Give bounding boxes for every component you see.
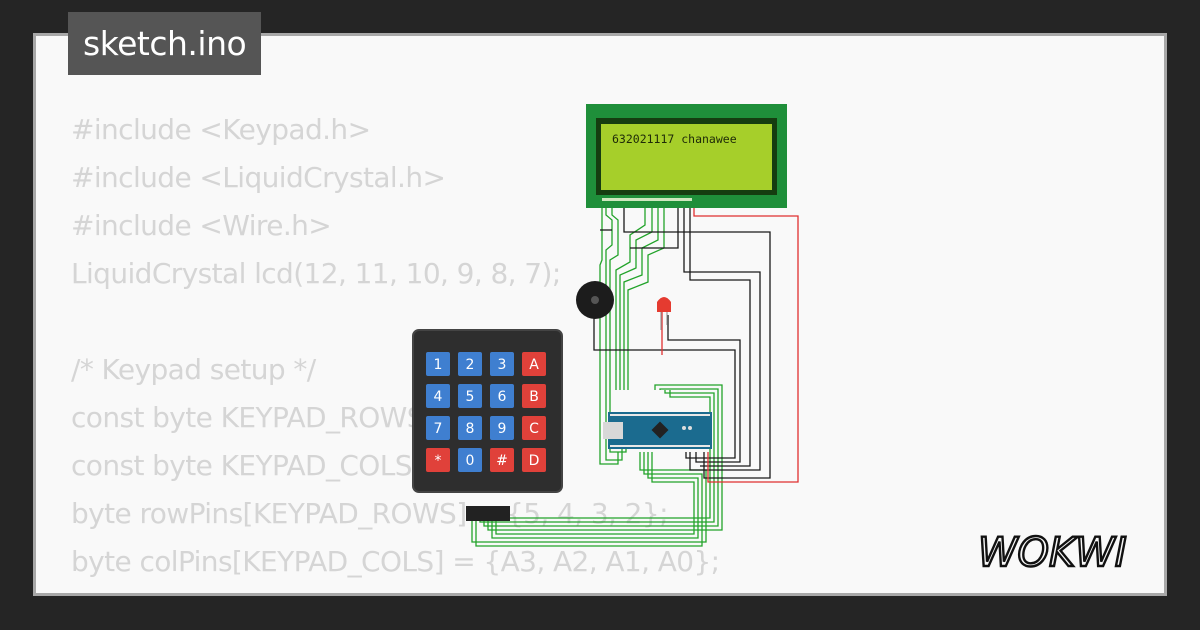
keypad-key[interactable]: 2 xyxy=(458,352,482,376)
keypad-key-label: D xyxy=(529,453,540,469)
code-line: const byte KEYPAD_ROWS = 4; xyxy=(71,401,490,434)
lcd-pins xyxy=(602,198,692,201)
keypad-key[interactable]: 5 xyxy=(458,384,482,408)
keypad-connector xyxy=(466,506,510,521)
lcd-text: 632021117 chanawee xyxy=(612,132,737,146)
keypad-key-label: 9 xyxy=(498,421,507,437)
keypad-key-face xyxy=(458,352,482,376)
keypad-key-face xyxy=(426,448,450,472)
keypad-key[interactable]: 1 xyxy=(426,352,450,376)
lcd-display: 632021117 chanawee xyxy=(586,104,787,208)
keypad-keys: 1 2 3 A 4 5 6 B 7 8 9 C * 0 # D xyxy=(426,352,546,472)
keypad-key[interactable]: B xyxy=(522,384,546,408)
red-led xyxy=(657,297,671,330)
keypad-key[interactable]: 7 xyxy=(426,416,450,440)
keypad-key-face xyxy=(522,384,546,408)
code-line: #include <Wire.h> xyxy=(71,209,332,242)
keypad-key[interactable]: C xyxy=(522,416,546,440)
wokwi-logo: WOKWI xyxy=(978,529,1128,576)
keypad-key[interactable]: 8 xyxy=(458,416,482,440)
code-line: #include <LiquidCrystal.h> xyxy=(71,161,446,194)
keypad-key-face xyxy=(458,448,482,472)
keypad-key[interactable]: 9 xyxy=(490,416,514,440)
usb-connector-icon xyxy=(603,422,623,439)
keypad-key-label: 4 xyxy=(434,389,443,405)
keypad-key[interactable]: * xyxy=(426,448,450,472)
keypad-key-label: 2 xyxy=(466,357,475,373)
wires xyxy=(471,205,799,547)
keypad-key-label: 7 xyxy=(434,421,443,437)
code-line: LiquidCrystal lcd(12, 11, 10, 9, 8, 7); xyxy=(71,257,561,290)
code-line: /* Keypad setup */ xyxy=(71,353,316,386)
keypad-key-label: A xyxy=(529,357,539,373)
keypad-key[interactable]: A xyxy=(522,352,546,376)
keypad-key-face xyxy=(458,416,482,440)
file-tab[interactable]: sketch.ino xyxy=(68,12,262,75)
black-wires xyxy=(593,205,771,479)
code-line: byte colPins[KEYPAD_COLS] = {A3, A2, A1,… xyxy=(71,545,720,578)
keypad-key-face xyxy=(522,448,546,472)
arduino-nano xyxy=(603,412,712,449)
lcd-screen xyxy=(601,124,772,190)
code-line: #include <Keypad.h> xyxy=(71,113,371,146)
keypad-key-label: C xyxy=(529,421,539,437)
keypad-key-label: 8 xyxy=(466,421,475,437)
keypad-key-label: 0 xyxy=(466,453,475,469)
keypad-key[interactable]: 4 xyxy=(426,384,450,408)
keypad-key-face xyxy=(426,352,450,376)
keypad-key[interactable]: # xyxy=(490,448,514,472)
keypad-key-label: 6 xyxy=(498,389,507,405)
keypad-key-face xyxy=(426,384,450,408)
keypad-key-face xyxy=(490,416,514,440)
red-wires xyxy=(661,205,799,483)
keypad-key-face xyxy=(490,352,514,376)
keypad-key[interactable]: 3 xyxy=(490,352,514,376)
code-background: #include <Keypad.h> #include <LiquidCryst… xyxy=(71,106,720,593)
keypad-key-face xyxy=(522,416,546,440)
keypad-key-label: 3 xyxy=(498,357,507,373)
membrane-keypad: 1 2 3 A 4 5 6 B 7 8 9 C * 0 # D xyxy=(412,329,563,521)
keypad-key-face xyxy=(490,448,514,472)
keypad-key-label: 5 xyxy=(466,389,475,405)
keypad-key-face xyxy=(458,384,482,408)
keypad-key-face xyxy=(522,352,546,376)
keypad-key[interactable]: 0 xyxy=(458,448,482,472)
keypad-key-label: B xyxy=(529,389,539,405)
keypad-key-face xyxy=(490,384,514,408)
keypad-key[interactable]: 6 xyxy=(490,384,514,408)
keypad-key-label: # xyxy=(496,453,508,469)
keypad-key[interactable]: D xyxy=(522,448,546,472)
keypad-key-label: * xyxy=(435,453,442,469)
wokwi-logo-text: WOKWI xyxy=(978,530,1127,576)
buzzer xyxy=(576,281,614,319)
keypad-key-label: 1 xyxy=(434,357,443,373)
keypad-key-face xyxy=(426,416,450,440)
